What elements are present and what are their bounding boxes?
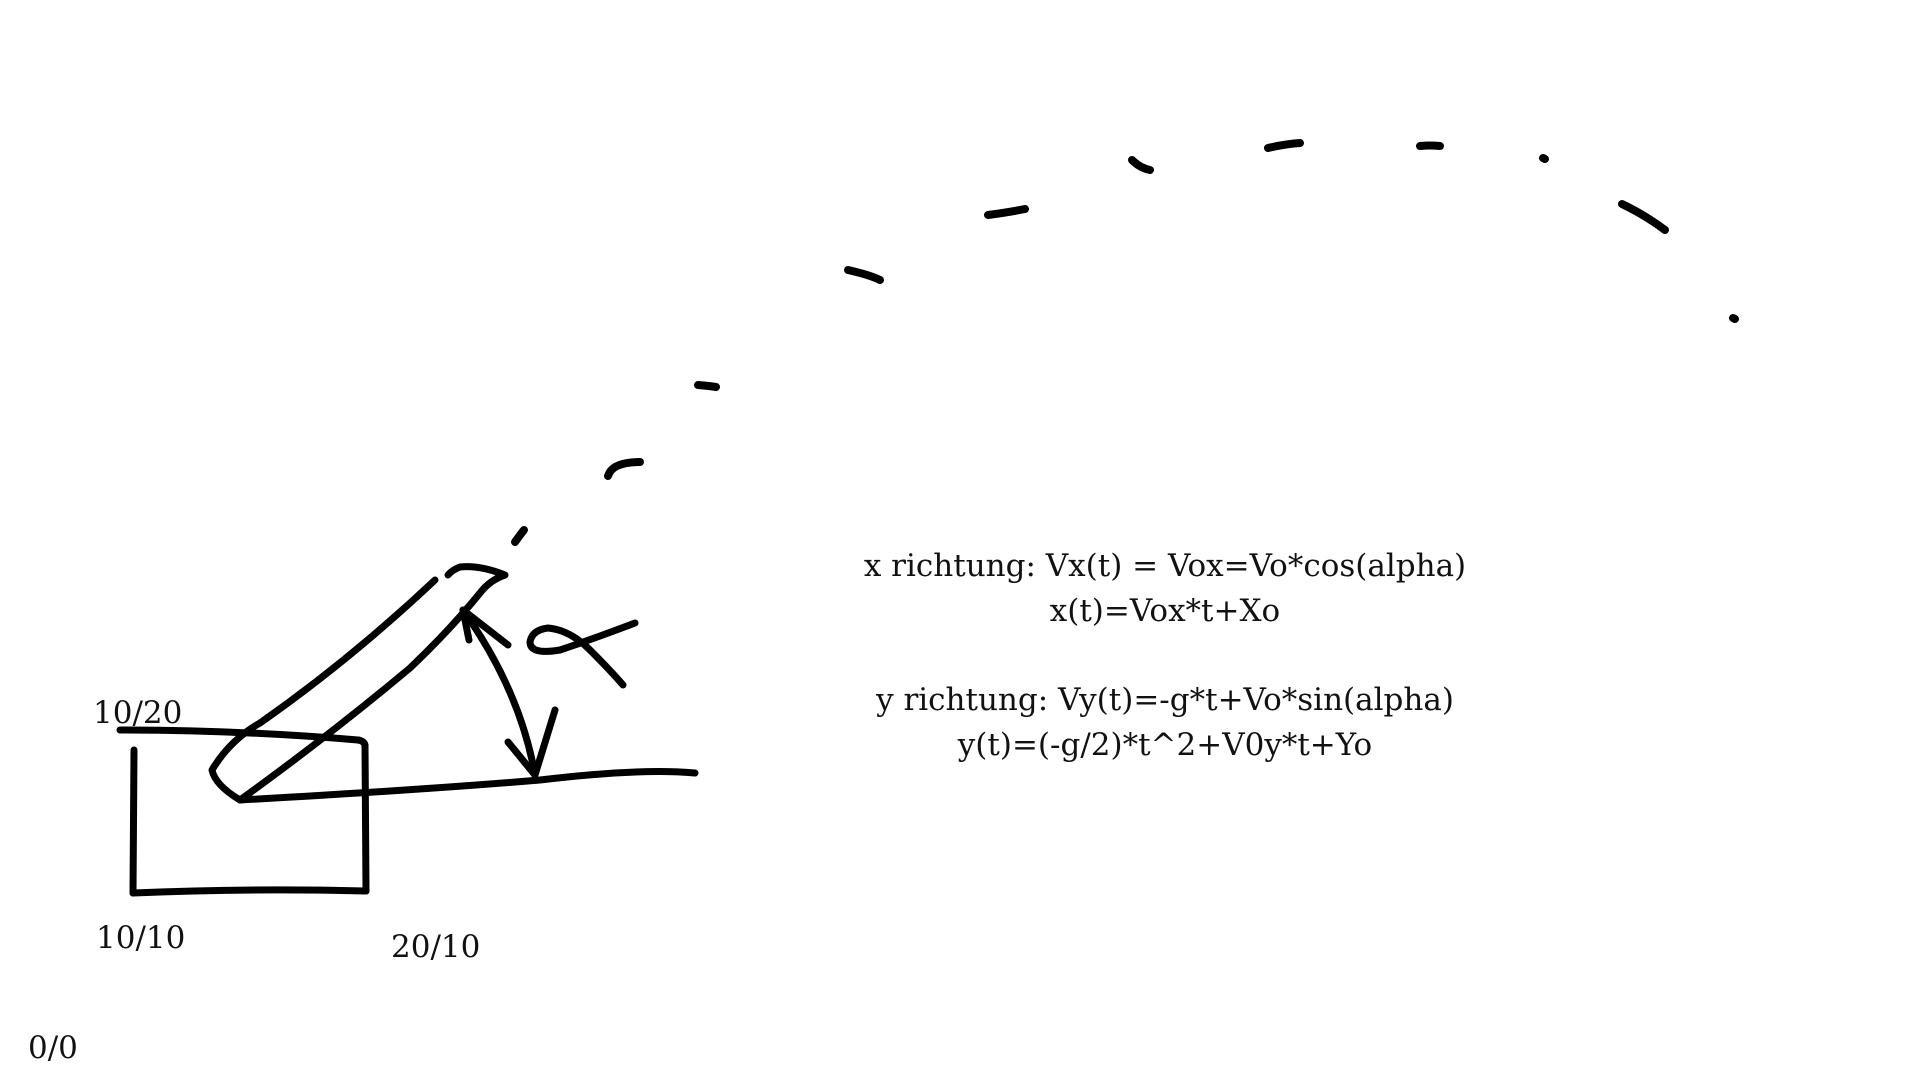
label-origin: 0/0 bbox=[28, 1030, 78, 1066]
box-right-edge bbox=[354, 736, 370, 895]
formula-y-direction: y richtung: Vy(t)=-g*t+Vo*sin(alpha) bbox=[876, 682, 1454, 718]
trajectory-dash bbox=[1618, 200, 1669, 234]
box-bottom-edge bbox=[129, 886, 370, 897]
label-top-left: 10/20 bbox=[93, 695, 183, 731]
formula-y-position: y(t)=(-g/2)*t^2+V0y*t+Yo bbox=[957, 727, 1373, 763]
trajectory-dash bbox=[1264, 139, 1304, 152]
trajectory-dash bbox=[984, 205, 1029, 219]
trajectory-dash bbox=[844, 266, 884, 284]
trajectory-dash bbox=[1539, 154, 1549, 163]
trajectory-dash bbox=[1729, 314, 1739, 323]
alpha-symbol-icon bbox=[526, 619, 639, 689]
cannon-barrel bbox=[208, 563, 509, 804]
formula-x-position: x(t)=Vox*t+Xo bbox=[1049, 593, 1281, 629]
label-bottom-right: 20/10 bbox=[391, 929, 481, 965]
trajectory-dash bbox=[694, 381, 720, 391]
formula-x-direction: x richtung: Vx(t) = Vox=Vo*cos(alpha) bbox=[863, 548, 1467, 584]
box-left-edge bbox=[129, 746, 138, 897]
angle-arrow-bottom bbox=[504, 706, 559, 779]
trajectory-dash bbox=[1416, 141, 1444, 150]
trajectory-dash bbox=[604, 458, 644, 480]
trajectory-dash bbox=[511, 526, 528, 546]
trajectory-path bbox=[511, 139, 1739, 546]
ground-line bbox=[236, 768, 699, 804]
angle-arc bbox=[459, 606, 539, 779]
label-bottom-left: 10/10 bbox=[96, 920, 186, 956]
trajectory-dash bbox=[1128, 156, 1154, 174]
angle-arrow-top bbox=[459, 606, 512, 649]
